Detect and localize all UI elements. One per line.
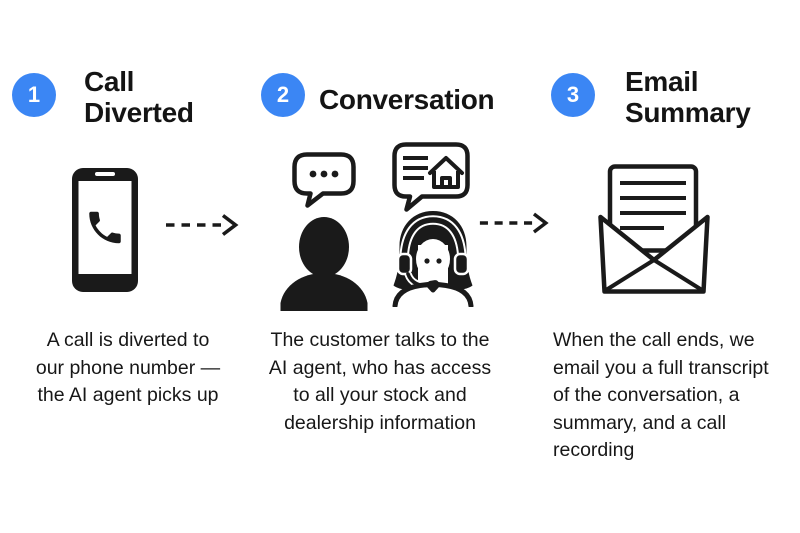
step-title: Conversation <box>319 84 495 115</box>
smartphone-call-icon <box>72 168 138 292</box>
step-number-badge: 3 <box>551 73 595 117</box>
dashed-arrow-icon <box>479 212 549 234</box>
step-number-badge: 1 <box>12 73 56 117</box>
open-envelope-letter-icon <box>598 164 710 294</box>
speech-bubble-stock-house-icon <box>392 142 470 212</box>
step-description: The customer talks to the AI agent, who … <box>268 329 492 434</box>
step-title: Call Diverted <box>84 66 194 128</box>
step-title: Email Summary <box>625 66 751 128</box>
support-agent-headset-icon <box>392 211 474 307</box>
step-description: When the call ends, we email you a full … <box>553 329 769 461</box>
dashed-arrow-icon <box>166 214 239 236</box>
step-number-badge: 2 <box>261 73 305 117</box>
customer-silhouette-icon <box>280 217 368 311</box>
speech-bubble-dots-icon <box>292 152 356 208</box>
step-description: A call is diverted to our phone number —… <box>35 329 221 406</box>
